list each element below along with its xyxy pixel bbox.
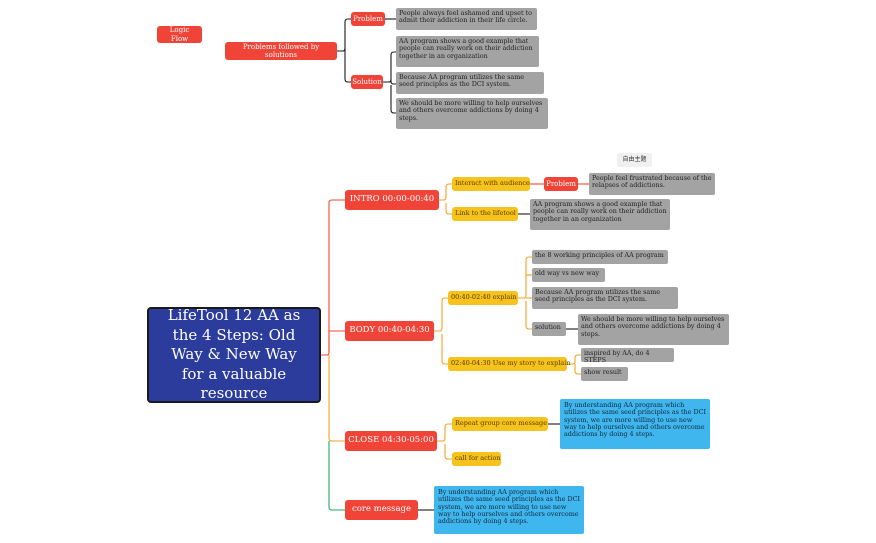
body-branch[interactable]: BODY 00:40-04:30 [345, 321, 434, 341]
interact-audience-node[interactable]: Interact with audience [452, 177, 530, 191]
top-solution-item-2[interactable]: Because AA program utilizes the same see… [396, 72, 544, 94]
intro-problem-node[interactable]: Problem [544, 177, 578, 191]
link-lifetool-node[interactable]: Link to the lifetool [452, 207, 518, 221]
top-solution-node[interactable]: Solution [351, 75, 383, 89]
top-problem-node[interactable]: Problem [351, 12, 385, 26]
core-message-text[interactable]: By understanding AA program which utiliz… [434, 486, 584, 534]
explain-item-2[interactable]: old way vs new way [532, 268, 605, 282]
free-topic[interactable]: 自由主题 [617, 153, 652, 167]
call-for-action-node[interactable]: call for action [452, 452, 501, 466]
intro-branch[interactable]: INTRO 00:00-00:40 [345, 190, 439, 210]
core-message-branch[interactable]: core message [345, 500, 418, 520]
repeat-core-message-node[interactable]: Repeat group core message [452, 417, 548, 431]
story-node[interactable]: 02:40-04:30 Use my story to explain [448, 357, 571, 371]
close-branch[interactable]: CLOSE 04:30-05:00 [345, 431, 437, 451]
story-item-2[interactable]: show result [581, 367, 628, 381]
top-solution-item-1[interactable]: AA program shows a good example that peo… [396, 36, 539, 67]
body-solution-node[interactable]: solution [532, 322, 566, 336]
explain-node[interactable]: 00:40-02:40 explain [448, 291, 518, 305]
intro-problem-text[interactable]: People feel frustrated because of the re… [589, 173, 715, 195]
repeat-core-message-text[interactable]: By understanding AA program which utiliz… [560, 399, 710, 449]
link-lifetool-text[interactable]: AA program shows a good example that peo… [530, 199, 670, 230]
central-topic[interactable]: LifeTool 12 AA as the 4 Steps: Old Way &… [147, 306, 321, 403]
top-root-node[interactable]: Problems followed by solutions [225, 42, 337, 60]
logic-flow-node[interactable]: Logic Flow [157, 26, 202, 43]
top-solution-item-3[interactable]: We should be more willing to help oursel… [396, 98, 548, 129]
explain-item-3[interactable]: Because AA program utilizes the same see… [532, 287, 678, 309]
body-solution-text[interactable]: We should be more willing to help oursel… [578, 314, 729, 345]
explain-item-1[interactable]: the 8 working principles of AA program [532, 250, 668, 264]
story-item-1[interactable]: inspired by AA, do 4 STEPS [581, 348, 674, 364]
top-problem-text[interactable]: People always feel ashamed and upset to … [396, 8, 537, 30]
